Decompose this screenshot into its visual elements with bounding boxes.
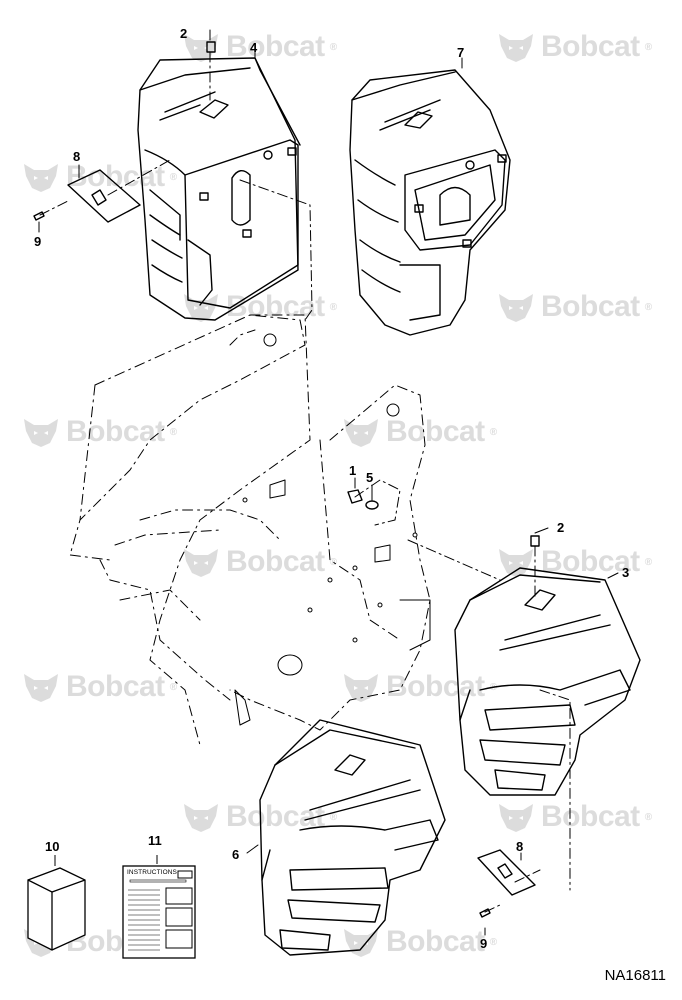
kit-box bbox=[27, 855, 86, 951]
counterweight-upper-left bbox=[137, 57, 301, 321]
instructions-card bbox=[122, 855, 196, 959]
washer-item-5 bbox=[365, 500, 379, 510]
callout-item-8: 8 bbox=[73, 149, 81, 164]
figure-id: NA16811 bbox=[604, 967, 666, 984]
assembly-center-lines bbox=[39, 51, 571, 913]
callout-item-5: 5 bbox=[366, 470, 374, 485]
callout-item-4: 4 bbox=[250, 40, 258, 55]
callout-item-2: 2 bbox=[180, 26, 188, 41]
machine-frame bbox=[69, 314, 431, 746]
bolt-lower bbox=[479, 908, 491, 918]
counterweight-upper-right bbox=[349, 69, 511, 336]
callout-item-6: 6 bbox=[232, 847, 240, 862]
bolt-upper bbox=[33, 211, 45, 221]
bolt-item-2-upper bbox=[206, 41, 216, 53]
callout-item-11: 11 bbox=[148, 833, 162, 848]
bolt-item-1 bbox=[347, 489, 363, 504]
instructions-card-title: INSTRUCTIONS bbox=[127, 869, 177, 876]
callout-item-2: 2 bbox=[557, 520, 565, 535]
callout-item-3: 3 bbox=[622, 565, 630, 580]
callout-leaders bbox=[38, 29, 619, 936]
callout-item-7: 7 bbox=[457, 45, 465, 60]
callout-item-9: 9 bbox=[480, 936, 488, 951]
callout-item-8: 8 bbox=[516, 839, 524, 854]
counterweight-lower-right bbox=[454, 567, 641, 796]
plate-upper bbox=[67, 169, 141, 223]
callout-item-10: 10 bbox=[45, 839, 60, 854]
callout-item-1: 1 bbox=[349, 463, 357, 478]
counterweight-lower-left bbox=[259, 719, 446, 956]
callout-item-9: 9 bbox=[34, 234, 42, 249]
bolt-item-2-lower bbox=[530, 535, 540, 547]
plate-lower bbox=[477, 849, 536, 896]
frame-details bbox=[234, 333, 431, 726]
